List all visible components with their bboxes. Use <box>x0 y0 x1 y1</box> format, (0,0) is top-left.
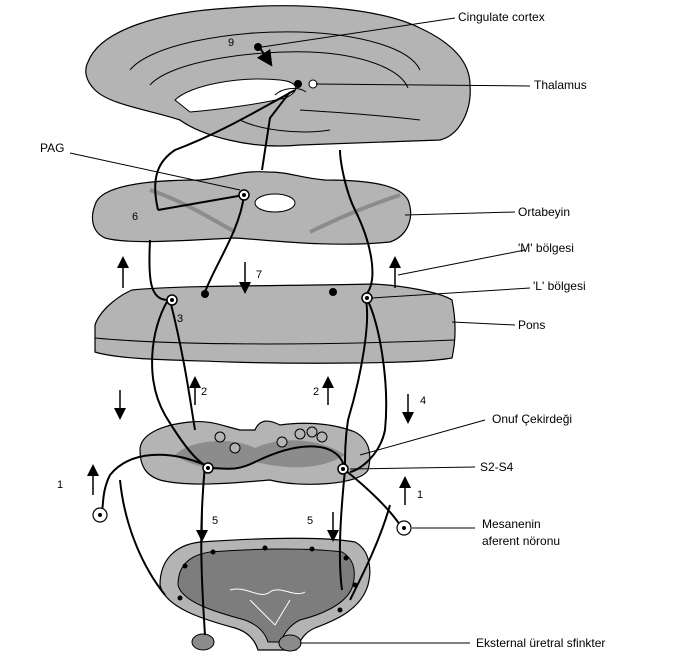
number-2-left: 2 <box>201 386 207 398</box>
number-1-right: 1 <box>417 489 423 501</box>
number-9: 9 <box>228 37 234 49</box>
label-pons: Pons <box>518 318 545 332</box>
label-afferent-line1: Mesanenin <box>482 517 541 531</box>
bladder-section <box>160 538 370 651</box>
label-m-region: 'M' bölgesi <box>518 241 574 255</box>
label-afferent-line2: aferent nöronu <box>482 534 560 548</box>
label-thalamus: Thalamus <box>534 78 587 92</box>
number-7: 7 <box>256 269 262 281</box>
number-2-right: 2 <box>313 386 319 398</box>
number-1-left: 1 <box>57 479 63 491</box>
label-onuf-nucleus: Onuf Çekirdeği <box>492 412 572 426</box>
label-pag: PAG <box>40 141 64 155</box>
label-cingulate-cortex: Cingulate cortex <box>458 10 545 24</box>
number-5-left: 5 <box>212 515 218 527</box>
number-4: 4 <box>420 395 426 407</box>
midbrain-section <box>92 172 410 245</box>
brain-section <box>86 6 470 146</box>
label-s2-s4: S2-S4 <box>480 460 514 474</box>
label-l-region: 'L' bölgesi <box>533 279 586 293</box>
number-3: 3 <box>177 313 183 325</box>
number-5-right: 5 <box>307 515 313 527</box>
label-ortabeyin: Ortabeyin <box>518 205 570 219</box>
label-external-sphincter: Eksternal üretral sfinkter <box>476 636 605 650</box>
number-6: 6 <box>132 211 138 223</box>
